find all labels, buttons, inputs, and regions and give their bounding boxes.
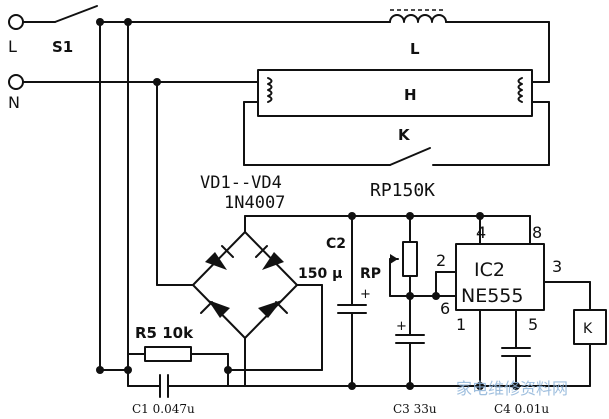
capacitor-c3: [395, 334, 425, 390]
bridge-name-label: VD1--VD4: [200, 173, 282, 193]
rp-name-label: RP: [360, 266, 381, 282]
c2-plus-label: +: [360, 287, 371, 302]
diode-vd4: [258, 300, 288, 318]
inductor-l: [389, 9, 550, 83]
switch-s1-label: S1: [52, 38, 73, 56]
bridge-rectifier: [156, 81, 481, 387]
tube-h: [243, 69, 550, 166]
r5-c1-network: [96, 346, 323, 398]
line-terminal-label: L: [8, 37, 17, 56]
c3-label: C3 33u: [393, 402, 437, 416]
ic-pin2-label: 2: [436, 251, 446, 270]
diode-vd2: [255, 245, 284, 270]
ic-pin4-label: 4: [476, 223, 486, 242]
ic-ne555: [435, 212, 591, 390]
relay-coil-k-label: K: [583, 321, 593, 337]
ic-pin8-label: 8: [532, 223, 542, 242]
ic-part-label: NE555: [461, 285, 523, 307]
c2-value-label: 150 µ: [298, 266, 342, 282]
ic-pin5-label: 5: [528, 315, 538, 334]
relay-contact-k: [243, 147, 550, 166]
diode-vd1: [205, 245, 234, 270]
r5-label: R5 10k: [135, 324, 194, 342]
capacitor-c4: [501, 347, 531, 390]
pot-title-label: RP150K: [370, 180, 435, 201]
watermark: 家电维修资料网: [456, 379, 568, 398]
potentiometer-rp: [389, 212, 457, 336]
capacitor-c2: [337, 212, 367, 390]
relay-coil-k: [573, 309, 607, 387]
ic-name-label: IC2: [474, 259, 505, 281]
ic-pin6-label: 6: [440, 299, 450, 318]
tube-h-label: H: [404, 86, 417, 104]
diode-vd3: [200, 300, 230, 318]
neutral-terminal: [8, 74, 24, 90]
c2-name-label: C2: [326, 236, 346, 252]
resistor-r5: [144, 346, 192, 362]
bridge-part-label: 1N4007: [224, 193, 285, 213]
c1-label: C1 0.047u: [132, 402, 195, 416]
switch-s1-blade: [54, 5, 98, 23]
relay-contact-k-label: K: [398, 126, 411, 144]
mains-input: [8, 5, 391, 371]
capacitor-c1: [159, 374, 169, 398]
c3-plus-label: +: [396, 319, 407, 334]
inductor-l-label: L: [410, 40, 420, 58]
c4-label: C4 0.01u: [494, 402, 549, 416]
ic-pin3-label: 3: [552, 257, 562, 276]
ic-pin1-label: 1: [456, 315, 466, 334]
line-terminal: [8, 14, 24, 30]
neutral-terminal-label: N: [8, 93, 20, 112]
